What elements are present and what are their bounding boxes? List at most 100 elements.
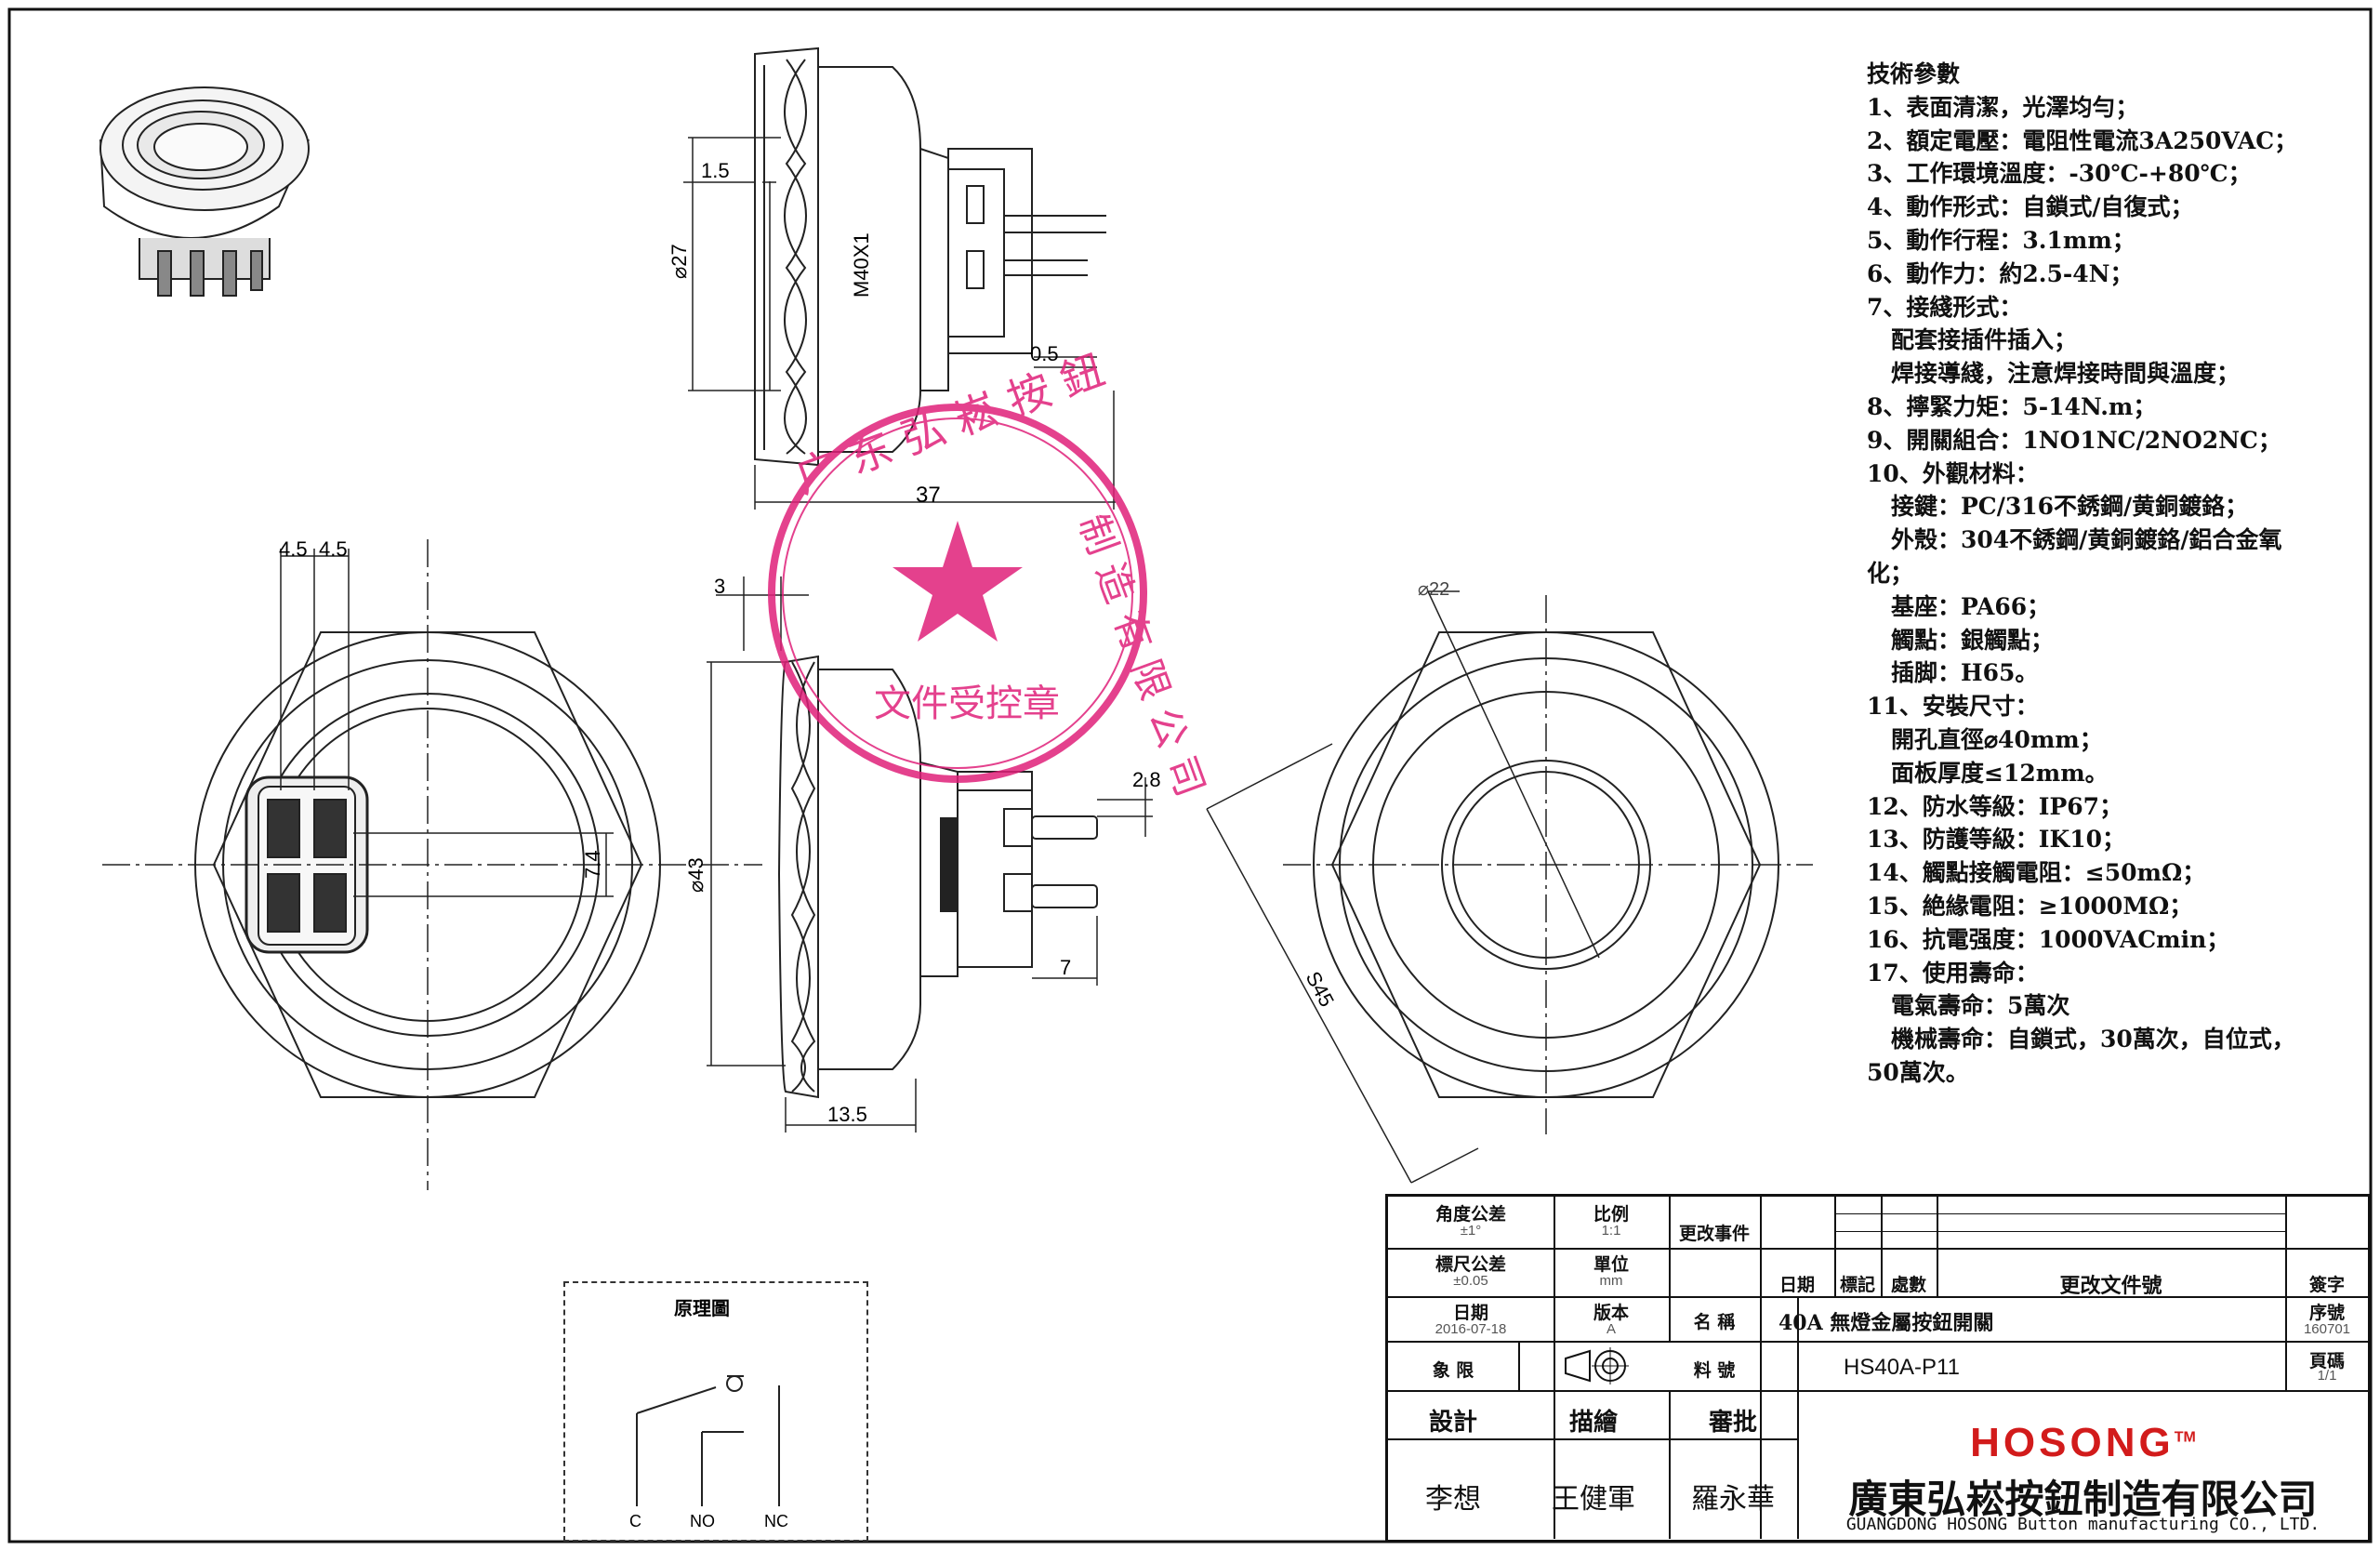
dim-7-4: 7.4 <box>581 850 604 879</box>
spec-item: 觸點：銀觸點； <box>1891 626 2055 654</box>
drafter-name: 王健軍 <box>1552 1483 1635 1516</box>
spec-item: 8、擰緊力矩：5-14N.m； <box>1867 392 2157 420</box>
seq-label: 序號 <box>2308 1303 2345 1323</box>
date-label: 日期 <box>1452 1303 1488 1323</box>
scale-label: 比例 <box>1593 1204 1629 1225</box>
page-value: 1/1 <box>2317 1368 2337 1384</box>
rev-count-label: 處數 <box>1890 1275 1926 1295</box>
projection-symbol-icon <box>1518 1345 1669 1386</box>
date-value: 2016-07-18 <box>1435 1321 1507 1337</box>
company-name-en: GUANGDONG HOSONG Button manufacturing CO… <box>1845 1515 2320 1534</box>
spec-item: 5、動作行程：3.1mm； <box>1867 226 2135 254</box>
rev-date-label: 日期 <box>1778 1275 1815 1295</box>
spec-item: 焊接導綫，注意焊接時間與溫度； <box>1891 360 2241 388</box>
spec-item: 接鍵：PC/316不銹鋼/黄銅鍍鉻； <box>1891 493 2249 521</box>
spec-item: 3、工作環境溫度：-30℃-+80℃； <box>1867 160 2252 188</box>
brand-logo: HOSONGTM <box>1970 1420 2196 1465</box>
spec-item: 1、表面清潔，光澤均勻； <box>1867 93 2139 121</box>
dims-bottom <box>707 576 1153 1133</box>
angle-tol-value: ±1° <box>1460 1223 1482 1239</box>
dim-3: 3 <box>714 575 725 598</box>
dim-d27: ⌀27 <box>668 244 691 279</box>
spec-item: 面板厚度≤12mm。 <box>1891 759 2109 787</box>
contact-c: C <box>629 1512 641 1530</box>
spec-item: 外殼：304不銹鋼/黄銅鍍鉻/鋁合金氧 <box>1891 526 2282 554</box>
contact-no: NO <box>690 1512 715 1530</box>
spec-list: 技術參數 1、表面清潔，光澤均勻； 2、額定電壓：電阻性電流3A250VAC； 3、… <box>1867 58 2350 1090</box>
schematic-title: 原理圖 <box>674 1297 730 1319</box>
sheet-border <box>7 7 2373 1543</box>
title-block: 角度公差 ±1° 比例 1:1 更改事件 標尺公差 ±0.05 單位 mm 日期… <box>1385 1194 2371 1543</box>
spec-item: 10、外觀材料： <box>1867 459 2039 487</box>
spec-item: 基座：PA66； <box>1891 592 2051 620</box>
scale-value: 1:1 <box>1601 1223 1621 1239</box>
spec-item: 電氣壽命：5萬次 <box>1891 992 2070 1020</box>
spec-item: 13、防護等級：IK10； <box>1867 826 2126 854</box>
spec-item: 50萬次。 <box>1867 1058 1969 1086</box>
controlled-document-stamp: 广 东 弘 崧 按 鈕 制 造 有 限 公 司 文件受控章 <box>768 345 1214 802</box>
spec-item: 16、抗電强度：1000VACmin； <box>1867 925 2230 953</box>
spec-title: 技術參數 <box>1867 60 1961 87</box>
schematic <box>636 1375 780 1506</box>
dim-4-5-a: 4.5 <box>279 537 308 561</box>
contact-nc: NC <box>764 1512 788 1530</box>
part-number: HS40A-P11 <box>1844 1355 1960 1380</box>
dim-tol-value: ±0.05 <box>1453 1273 1488 1289</box>
spec-item: 7、接綫形式： <box>1867 293 2023 321</box>
company-name-cn: 廣東弘崧按鈕制造有限公司 <box>1848 1477 2318 1522</box>
svg-text:文件受控章: 文件受控章 <box>874 682 1060 725</box>
spec-item: 11、安裝尺寸： <box>1867 693 2039 721</box>
dim-d43: ⌀43 <box>684 857 707 893</box>
dim-0-5: 0.5 <box>1030 342 1059 365</box>
rev-mark-label: 標記 <box>1839 1275 1875 1295</box>
page-label: 頁碼 <box>2308 1351 2345 1371</box>
spec-item: 2、額定電壓：電阻性電流3A250VAC； <box>1867 126 2298 154</box>
part-label: 料 號 <box>1693 1360 1736 1381</box>
version-value: A <box>1606 1321 1616 1337</box>
spec-item: 14、觸點接觸電阻：≤50mΩ； <box>1867 859 2206 887</box>
spec-item: 化； <box>1867 559 1914 587</box>
draw-label: 描繪 <box>1568 1409 1618 1437</box>
dim-7: 7 <box>1060 956 1071 979</box>
design-label: 設計 <box>1428 1409 1477 1437</box>
unit-value: mm <box>1599 1273 1623 1289</box>
rev-doc-label: 更改文件號 <box>2059 1274 2162 1298</box>
unit-label: 單位 <box>1593 1254 1629 1275</box>
seq-value: 160701 <box>2303 1321 2351 1337</box>
dim-37: 37 <box>916 483 941 508</box>
dims-rear <box>1206 590 1813 1184</box>
approve-label: 審批 <box>1708 1409 1757 1437</box>
spec-item: 15、絶緣電阻：≥1000MΩ； <box>1867 892 2193 920</box>
dims-top <box>683 137 1116 510</box>
spec-item: 插脚：H65。 <box>1891 659 2039 687</box>
angle-tol-label: 角度公差 <box>1435 1204 1506 1225</box>
spec-item: 開孔直徑⌀40mm； <box>1891 725 2103 753</box>
dim-2-8: 2.8 <box>1132 768 1161 791</box>
change-label: 更改事件 <box>1678 1224 1750 1244</box>
dim-s45: S45 <box>1302 968 1339 1011</box>
spec-item: 4、動作形式：自鎖式/自復式； <box>1867 193 2194 221</box>
spec-item: 17、使用壽命： <box>1867 959 2039 987</box>
schematic-frame <box>563 1281 868 1542</box>
name-label: 名 稱 <box>1693 1312 1736 1332</box>
svg-text:广 东 弘 崧 按 鈕: 广 东 弘 崧 按 鈕 <box>788 345 1111 503</box>
dim-tol-label: 標尺公差 <box>1435 1254 1506 1275</box>
dim-1-5: 1.5 <box>701 159 730 182</box>
spec-item: 配套接插件插入； <box>1891 326 2078 354</box>
rev-sign-label: 簽字 <box>2308 1275 2345 1295</box>
spec-item: 9、開關組合：1NO1NC/2NO2NC； <box>1867 426 2281 454</box>
designer-name: 李想 <box>1425 1483 1481 1516</box>
version-label: 版本 <box>1593 1303 1629 1323</box>
spec-item: 12、防水等級：IP67； <box>1867 792 2123 820</box>
dims-front <box>102 539 762 1190</box>
dim-13-5: 13.5 <box>827 1103 867 1126</box>
side-view-top <box>754 46 1106 467</box>
quadrant-label: 象 限 <box>1432 1360 1474 1381</box>
dim-4-5-b: 4.5 <box>319 537 348 561</box>
dim-m40: M40X1 <box>850 232 873 298</box>
spec-item: 6、動作力：約2.5-4N； <box>1867 259 2134 287</box>
product-name: 40A 無燈金屬按鈕開關 <box>1778 1311 1994 1335</box>
spec-item: 機械壽命：自鎖式，30萬次，自位式， <box>1891 1026 2295 1053</box>
dim-d22: ⌀22 <box>1418 579 1449 600</box>
